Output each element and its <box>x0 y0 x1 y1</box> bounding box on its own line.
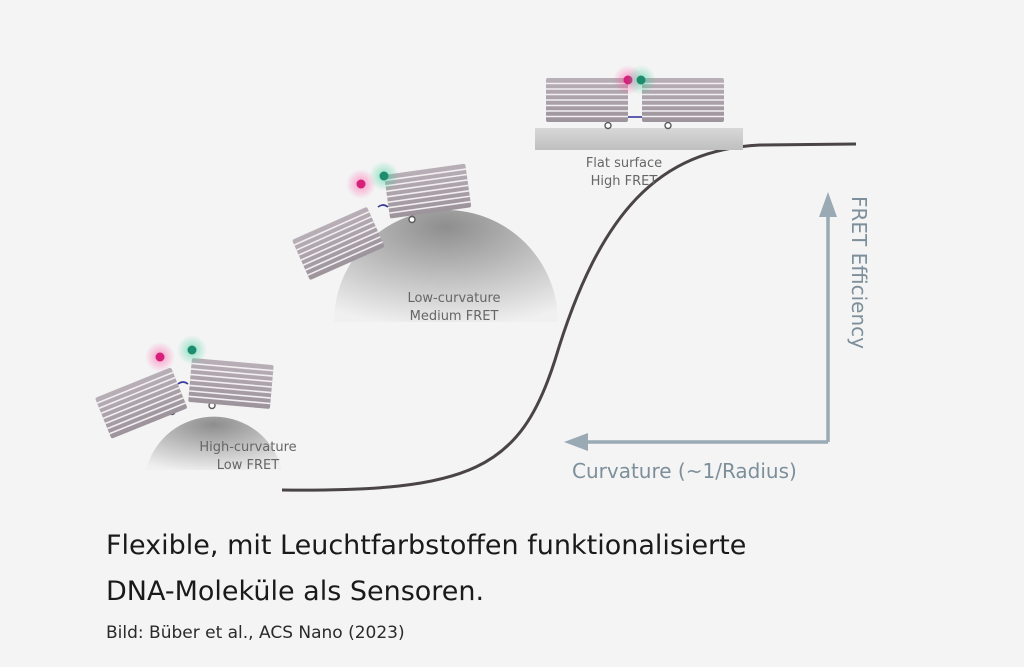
caption-line-2: DNA-Moleküle als Sensoren. <box>106 576 485 607</box>
fret-axis-arrow <box>819 192 837 442</box>
donor-dye <box>145 342 175 372</box>
fret-curvature-diagram: Curvature (~1/Radius) FRET Efficiency Hi… <box>94 65 871 492</box>
large-sphere <box>334 210 558 322</box>
dna-bundle-left <box>94 366 189 440</box>
state-2-line1: Low-curvature <box>407 291 500 306</box>
high-curvature-state: High-curvature Low FRET <box>94 335 297 473</box>
low-curvature-state: Low-curvature Medium FRET <box>291 161 558 324</box>
state-1-line2: Low FRET <box>217 458 279 473</box>
small-sphere <box>146 416 282 470</box>
image-credit: Bild: Büber et al., ACS Nano (2023) <box>106 623 405 643</box>
state-3-line1: Flat surface <box>586 156 662 171</box>
flat-surface-state: Flat surface High FRET <box>535 65 743 189</box>
y-axis-label: FRET Efficiency <box>847 196 871 349</box>
flat-surface <box>535 128 743 150</box>
fret-curve <box>281 142 857 492</box>
dna-bundle-right <box>187 357 275 410</box>
state-3-line2: High FRET <box>591 174 658 189</box>
acceptor-dye <box>177 335 207 365</box>
caption-line-1: Flexible, mit Leuchtfarbstoffen funktion… <box>106 530 747 561</box>
acceptor-dye <box>369 161 399 191</box>
x-axis-label: Curvature (~1/Radius) <box>572 459 797 483</box>
acceptor-dye <box>626 65 656 95</box>
curvature-axis-arrow <box>564 433 828 451</box>
state-2-line2: Medium FRET <box>410 309 499 324</box>
state-1-line1: High-curvature <box>199 440 296 455</box>
